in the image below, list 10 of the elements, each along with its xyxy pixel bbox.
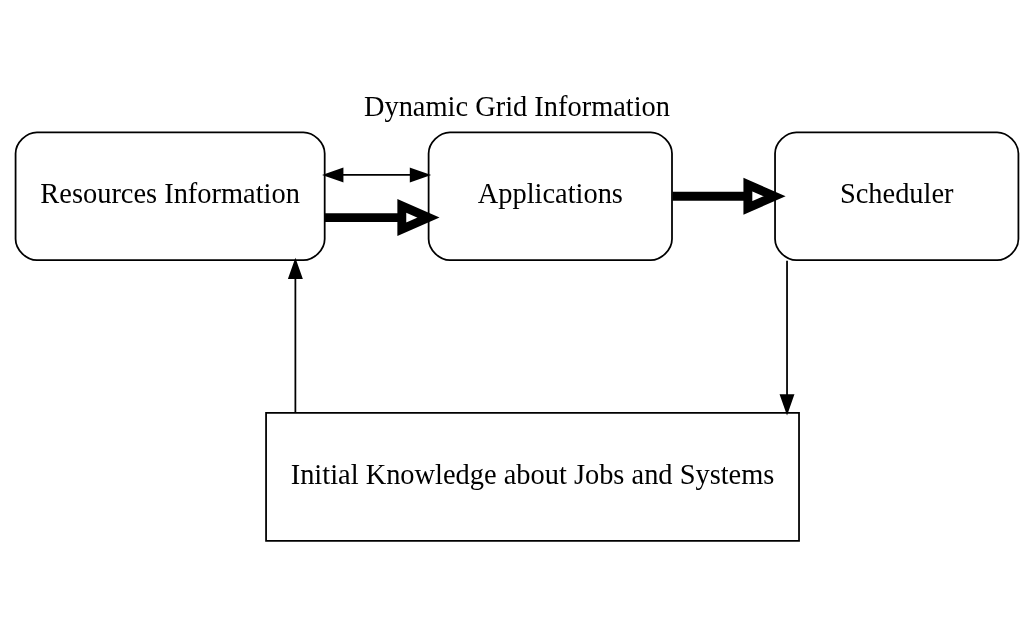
arrow (287, 257, 303, 413)
arrow (324, 198, 440, 236)
node-box: Resources Information (14, 130, 326, 261)
arrow (779, 259, 795, 416)
diagram-title: Dynamic Grid Information (363, 90, 671, 122)
node-box: Applications (427, 130, 673, 261)
arrow (672, 177, 786, 215)
arrow (322, 166, 432, 182)
node-box: Initial Knowledge about Jobs and Systems (265, 411, 800, 542)
node-box: Scheduler (774, 130, 1020, 261)
